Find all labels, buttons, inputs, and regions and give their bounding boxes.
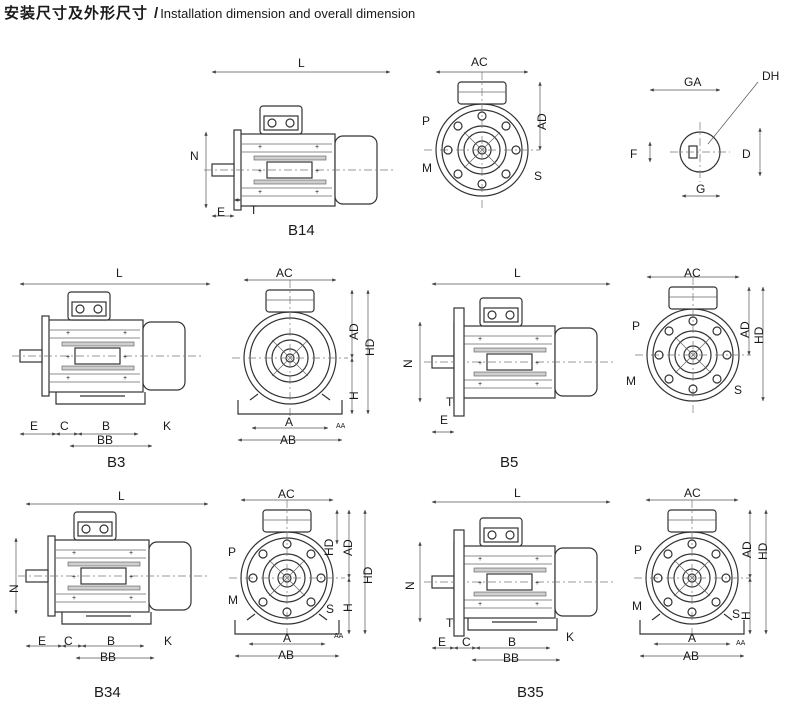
b3-label-ac: AC bbox=[276, 266, 293, 280]
title-chinese: 安装尺寸及外形尺寸 bbox=[4, 4, 149, 22]
b3-label-aa: AA bbox=[336, 423, 346, 430]
b35-front-view bbox=[633, 498, 768, 658]
b35-label-n: N bbox=[403, 581, 417, 590]
b14-label-t: T bbox=[250, 203, 258, 217]
b3-label-a: A bbox=[285, 415, 293, 429]
b5-caption: B5 bbox=[500, 454, 518, 471]
b5-label-t: T bbox=[446, 395, 454, 409]
b3-label-e: E bbox=[30, 419, 38, 433]
b5-label-ad: AD bbox=[738, 321, 752, 338]
b34-side-view bbox=[14, 502, 209, 660]
b5-side-view bbox=[418, 282, 615, 434]
b34-label-ac: AC bbox=[278, 487, 295, 501]
b3-side-view bbox=[11, 282, 211, 448]
b35-caption: B35 bbox=[517, 684, 544, 701]
b34-label-bb: BB bbox=[100, 650, 116, 664]
b3-caption: B3 bbox=[107, 454, 125, 471]
b35-label-s: S bbox=[732, 607, 740, 621]
detail-label-f: F bbox=[630, 147, 637, 161]
b5-label-l: L bbox=[514, 266, 521, 280]
b14-label-n: N bbox=[190, 149, 199, 163]
b34-label-hd: HD bbox=[361, 566, 375, 584]
b3-label-b: B bbox=[102, 419, 110, 433]
b14-label-ac: AC bbox=[471, 55, 488, 69]
b35-label-b: B bbox=[508, 635, 516, 649]
b35-label-ad: AD bbox=[740, 541, 754, 558]
detail-label-g: G bbox=[696, 182, 705, 196]
b5-label-p: P bbox=[632, 319, 640, 333]
b34-caption: B34 bbox=[94, 684, 121, 701]
b34-label-b: B bbox=[107, 634, 115, 648]
b3-label-k: K bbox=[163, 419, 171, 433]
b35-label-t: T bbox=[446, 616, 454, 630]
b3-label-c: C bbox=[60, 419, 69, 433]
b5-label-s: S bbox=[734, 383, 742, 397]
b35-label-ab: AB bbox=[683, 649, 699, 663]
b14-label-m: M bbox=[422, 161, 432, 175]
b14-label-s: S bbox=[534, 169, 542, 183]
b3-label-ad: AD bbox=[347, 323, 361, 340]
b14-label-ad: AD bbox=[535, 113, 549, 130]
b35-label-p: P bbox=[634, 543, 642, 557]
b35-label-k: K bbox=[566, 630, 574, 644]
b34-label-a: A bbox=[283, 631, 291, 645]
b14-label-p: P bbox=[422, 114, 430, 128]
b3-front-view bbox=[231, 278, 370, 442]
b34-label-n: N bbox=[7, 584, 21, 593]
b34-label-m: M bbox=[228, 593, 238, 607]
b34-label-k: K bbox=[164, 634, 172, 648]
b34-label-l: L bbox=[118, 489, 125, 503]
b5-label-ac: AC bbox=[684, 266, 701, 280]
b5-label-n: N bbox=[401, 359, 415, 368]
b14-caption: B14 bbox=[288, 222, 315, 239]
b34-label-c: C bbox=[64, 634, 73, 648]
b34-label-e: E bbox=[38, 634, 46, 648]
b34-label-aa: AA bbox=[334, 633, 344, 640]
b35-label-l: L bbox=[514, 486, 521, 500]
b34-label-ab: AB bbox=[278, 648, 294, 662]
b35-label-hd: HD bbox=[756, 542, 770, 560]
b35-label-c: C bbox=[462, 635, 471, 649]
b3-label-h: H bbox=[347, 391, 361, 400]
b35-label-a: A bbox=[688, 631, 696, 645]
title-english: Installation dimension and overall dimen… bbox=[160, 6, 416, 21]
b35-label-h: H bbox=[739, 611, 753, 620]
detail-label-ga: GA bbox=[684, 75, 701, 89]
detail-label-d: D bbox=[742, 147, 751, 161]
b35-label-aa: AA bbox=[736, 640, 746, 647]
b5-label-e: E bbox=[440, 413, 448, 427]
b14-side-view bbox=[203, 70, 395, 218]
b34-label-hd-inner: HD bbox=[322, 538, 336, 556]
b34-front-view bbox=[228, 498, 367, 658]
b5-front-view bbox=[634, 275, 765, 414]
b14-label-l: L bbox=[298, 56, 305, 70]
b35-label-ac: AC bbox=[684, 486, 701, 500]
b3-label-hd: HD bbox=[363, 338, 377, 356]
b34-label-s: S bbox=[326, 602, 334, 616]
b5-label-hd: HD bbox=[752, 326, 766, 344]
b35-label-m: M bbox=[632, 599, 642, 613]
b34-label-h: H bbox=[341, 603, 355, 612]
b35-label-e: E bbox=[438, 635, 446, 649]
b14-label-e: E bbox=[217, 205, 225, 219]
b3-label-ab: AB bbox=[280, 433, 296, 447]
detail-label-dh: DH bbox=[762, 69, 779, 83]
b5-label-m: M bbox=[626, 374, 636, 388]
b35-label-bb: BB bbox=[503, 651, 519, 665]
b34-label-p: P bbox=[228, 545, 236, 559]
b34-label-ad: AD bbox=[341, 539, 355, 556]
b14-front-view bbox=[423, 70, 542, 209]
page-header: 安装尺寸及外形尺寸 / Installation dimension and o… bbox=[4, 2, 415, 24]
b3-label-bb: BB bbox=[97, 433, 113, 447]
shaft-detail-view bbox=[648, 81, 762, 198]
b35-side-view bbox=[418, 500, 615, 662]
title-separator: / bbox=[154, 5, 159, 22]
b3-label-l: L bbox=[116, 266, 123, 280]
